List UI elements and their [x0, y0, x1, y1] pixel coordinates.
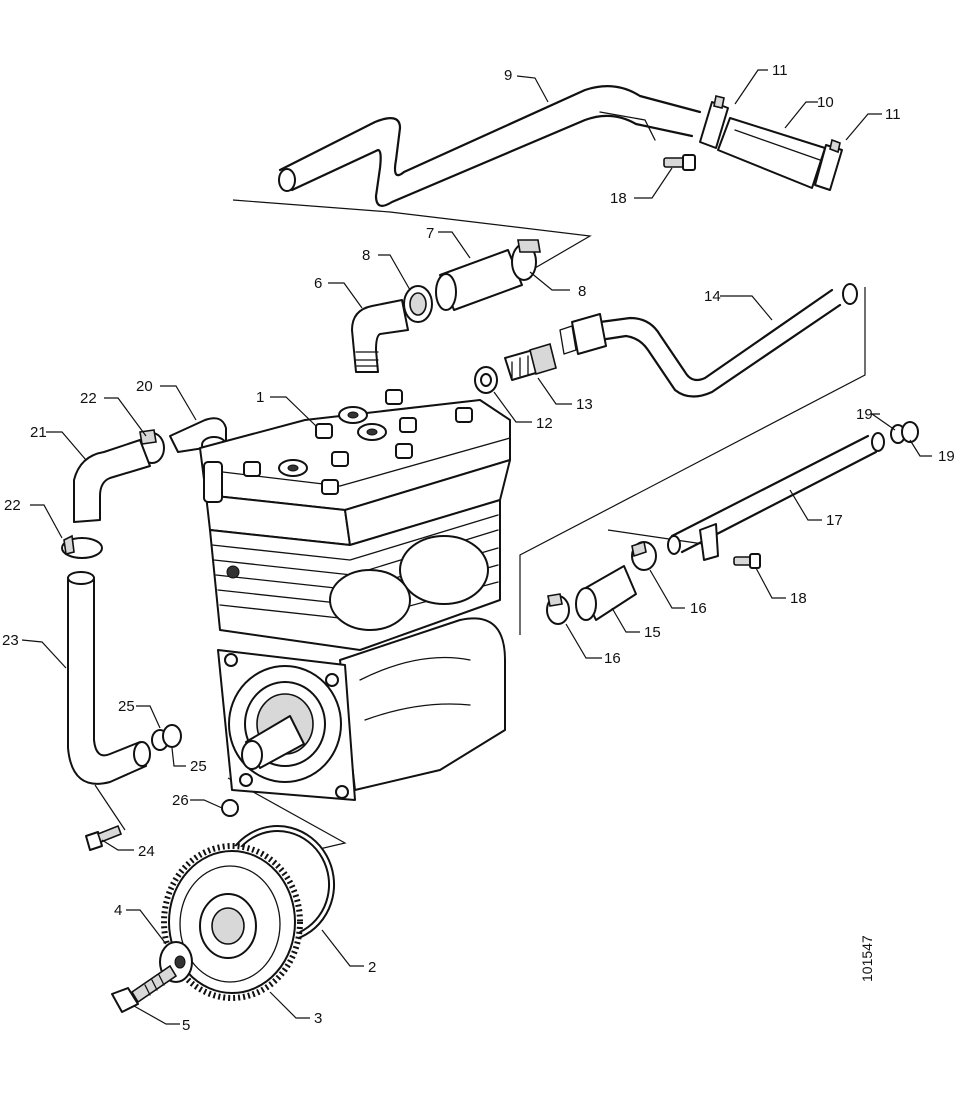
label-6: 6 — [314, 275, 322, 292]
label-4: 4 — [114, 902, 122, 919]
washer-part-12 — [474, 366, 498, 394]
label-3: 3 — [314, 1010, 322, 1027]
label-18: 18 — [790, 590, 807, 607]
washers-part-19 — [890, 421, 919, 444]
label-2: 2 — [368, 959, 376, 976]
pipe-part-9 — [278, 85, 702, 207]
label-26: 26 — [172, 792, 189, 809]
label-16-lower: 16 — [604, 650, 621, 667]
label-24: 24 — [138, 843, 155, 860]
label-10: 10 — [817, 94, 834, 111]
clamp-part-8-right — [511, 239, 541, 281]
label-25-upper: 25 — [118, 698, 135, 715]
compressor-part-1 — [199, 389, 511, 801]
label-25-lower: 25 — [190, 758, 207, 775]
bolt-part-5 — [111, 964, 178, 1013]
label-19-right: 19 — [938, 448, 955, 465]
oring-part-26 — [221, 799, 239, 817]
hose-part-21 — [73, 439, 151, 523]
clamp-part-8-left — [403, 285, 433, 323]
clamp-part-16-lower — [546, 593, 570, 625]
gear-part-3 — [161, 843, 303, 1001]
label-5: 5 — [182, 1017, 190, 1034]
hose-part-15 — [575, 565, 637, 621]
label-11-right: 11 — [885, 106, 901, 123]
label-8-right: 8 — [578, 283, 586, 300]
elbow-part-6 — [351, 299, 409, 373]
label-18-top: 18 — [610, 190, 627, 207]
label-1: 1 — [256, 389, 264, 406]
label-22-upper: 22 — [80, 390, 97, 407]
pipe-part-17 — [667, 432, 885, 561]
leader-lines — [21, 69, 932, 1025]
callout-labels: 9 11 10 11 18 7 8 8 6 14 12 13 1 20 22 2… — [2, 62, 955, 1034]
orings-part-25 — [151, 724, 182, 751]
clamp-part-11-right — [814, 138, 843, 191]
hose-part-7 — [435, 249, 523, 311]
label-17: 17 — [826, 512, 843, 529]
bolt-part-18-right — [733, 553, 761, 569]
label-9: 9 — [504, 67, 512, 84]
hose-part-10 — [717, 117, 826, 189]
label-13: 13 — [576, 396, 593, 413]
label-22-lower: 22 — [4, 497, 21, 514]
label-12: 12 — [536, 415, 553, 432]
label-14: 14 — [704, 288, 721, 305]
label-15: 15 — [644, 624, 661, 641]
clamp-part-22-lower — [61, 534, 103, 559]
label-19-left: 19 — [856, 406, 873, 423]
bolt-part-24 — [85, 824, 123, 851]
clamp-part-16-upper — [631, 540, 657, 571]
label-16-upper: 16 — [690, 600, 707, 617]
label-11-left: 11 — [772, 62, 788, 79]
head-bolts — [203, 389, 473, 503]
label-7: 7 — [426, 225, 434, 242]
label-20: 20 — [136, 378, 153, 395]
bolt-part-18-top — [663, 154, 696, 171]
pipe-part-14 — [559, 283, 858, 398]
fitting-part-13 — [504, 342, 557, 381]
drawing-number: 101547 — [859, 935, 875, 982]
label-21: 21 — [30, 424, 47, 441]
clamp-part-11-left — [699, 95, 729, 149]
hose-part-23 — [67, 571, 151, 785]
label-8-left: 8 — [362, 247, 370, 264]
label-23: 23 — [2, 632, 19, 649]
